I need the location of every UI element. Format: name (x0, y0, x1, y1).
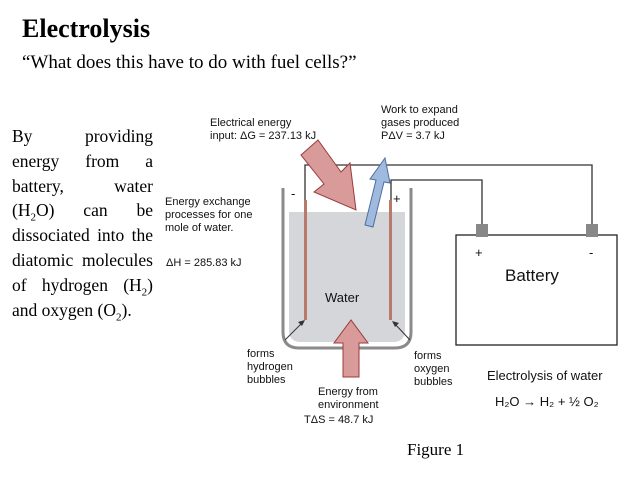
subscript-h2: 2 (141, 286, 148, 299)
page-subtitle: “What does this have to do with fuel cel… (22, 52, 357, 73)
electrolysis-of-water-label: Electrolysis of water (487, 368, 603, 383)
work-label-line1: Work to expand (381, 104, 458, 116)
oxygen-pointer (393, 322, 411, 341)
battery-body (455, 234, 618, 346)
water-label: Water (325, 290, 360, 305)
subscript-o2: 2 (116, 311, 122, 324)
environment-energy-line3: TΔS = 48.7 kJ (304, 414, 373, 426)
hydrogen-pointer-head (298, 320, 305, 326)
exchange-label-line3: mole of water. (165, 222, 233, 234)
battery-terminal-positive (476, 224, 488, 237)
hydrogen-bubbles-line1: forms (247, 348, 275, 360)
exchange-label-line2: processes for one (165, 209, 252, 221)
enthalpy-label: ΔH = 285.83 kJ (166, 257, 242, 269)
oxygen-bubbles-line1: forms (414, 350, 442, 362)
electrical-energy-label-line1: Electrical energy (210, 117, 292, 129)
environment-energy-line1: Energy from (318, 386, 378, 398)
work-label-line2: gases produced (381, 117, 459, 129)
exchange-label-line1: Energy exchange (165, 196, 251, 208)
hydrogen-pointer (284, 321, 304, 341)
oxygen-pointer-head (392, 321, 399, 327)
body-text-part-2: O) can be dissociated into the diatomic … (12, 200, 153, 295)
electrolysis-equation: H₂O → H₂ + ½ O₂ (495, 394, 599, 409)
electrode-minus-sign: - (291, 186, 295, 201)
battery-plus-sign: + (475, 245, 483, 260)
electrode-right (389, 200, 392, 320)
body-text-part-1: By providing energy from a battery, wate… (12, 126, 153, 221)
oxygen-bubbles-line3: bubbles (414, 376, 453, 388)
figure-caption: Figure 1 (407, 440, 465, 459)
environment-energy-line2: environment (318, 399, 379, 411)
body-text-part-3: ) and oxygen (O (12, 274, 153, 320)
battery-minus-sign: - (589, 245, 593, 260)
wire-left (304, 164, 593, 225)
environment-energy-arrow (333, 319, 369, 378)
hydrogen-bubbles-line2: hydrogen (247, 361, 293, 373)
body-paragraph: By providing energy from a battery, wate… (12, 124, 153, 324)
energy-input-arrow (300, 139, 357, 211)
work-label-line3: PΔV = 3.7 kJ (381, 130, 445, 142)
electrical-energy-label-line2: input: ΔG = 237.13 kJ (210, 130, 316, 142)
wire-right (390, 179, 483, 225)
subscript-h2o: 2 (30, 211, 36, 224)
oxygen-bubbles-line2: oxygen (414, 363, 449, 375)
water-fill (289, 212, 405, 342)
work-output-arrow (364, 156, 391, 228)
battery-terminal-negative (586, 224, 598, 237)
page-title: Electrolysis (22, 14, 151, 43)
battery-label: Battery (505, 266, 559, 285)
hydrogen-bubbles-line3: bubbles (247, 374, 286, 386)
body-text-part-4: ). (121, 299, 132, 320)
electrode-plus-sign: + (393, 191, 401, 206)
electrode-left (304, 200, 307, 320)
